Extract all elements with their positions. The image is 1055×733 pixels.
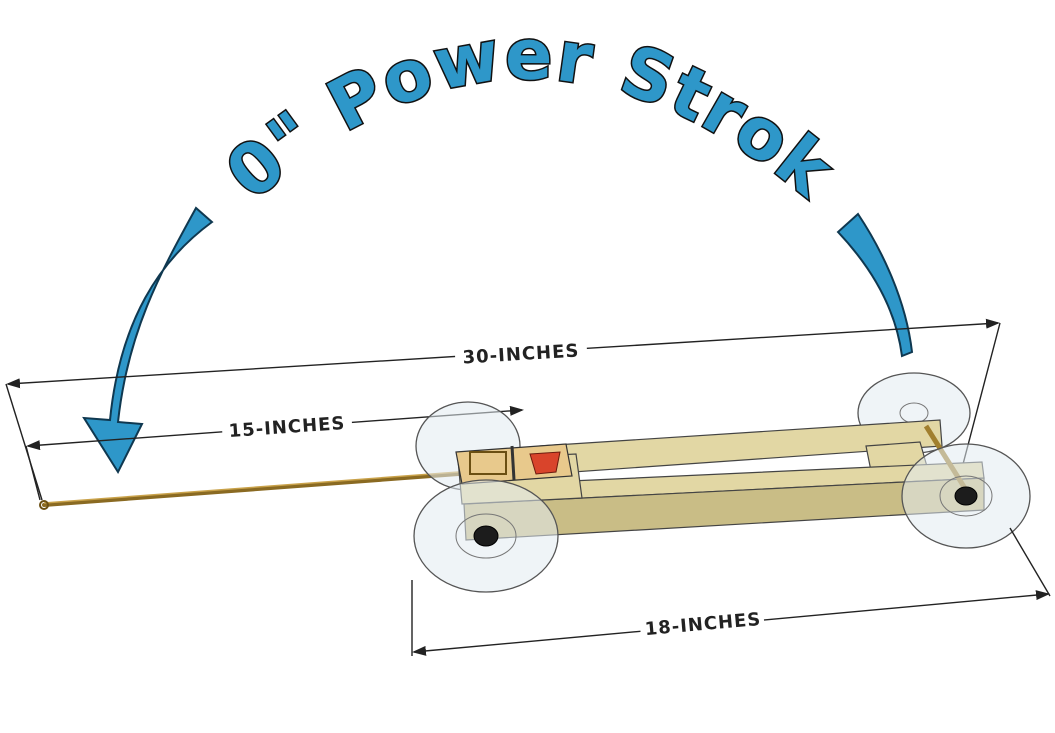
- left-swing-arrow: [82, 206, 214, 475]
- extension-line-15-left: [25, 445, 41, 501]
- right-swing-arrow-tail: [836, 212, 914, 358]
- dimension-15-inches: 15-INCHES: [25, 405, 524, 501]
- mousetrap: [455, 443, 573, 485]
- extension-line-18-right: [1009, 527, 1051, 597]
- diagram-title: 30" Power Stroke: [0, 0, 849, 215]
- diagram-title-text: 30" Power Stroke: [0, 0, 848, 217]
- trap-bar: [510, 445, 516, 481]
- rear-hub: [954, 486, 978, 506]
- rear-near-wheel: [901, 443, 1031, 549]
- extension-line-left: [5, 383, 43, 501]
- front-hub: [473, 525, 499, 547]
- trap-logo: [529, 451, 561, 475]
- dimension-30-inches: 30-INCHES: [5, 318, 1001, 501]
- front-near-wheel: [413, 479, 559, 593]
- trap-spring: [469, 451, 507, 475]
